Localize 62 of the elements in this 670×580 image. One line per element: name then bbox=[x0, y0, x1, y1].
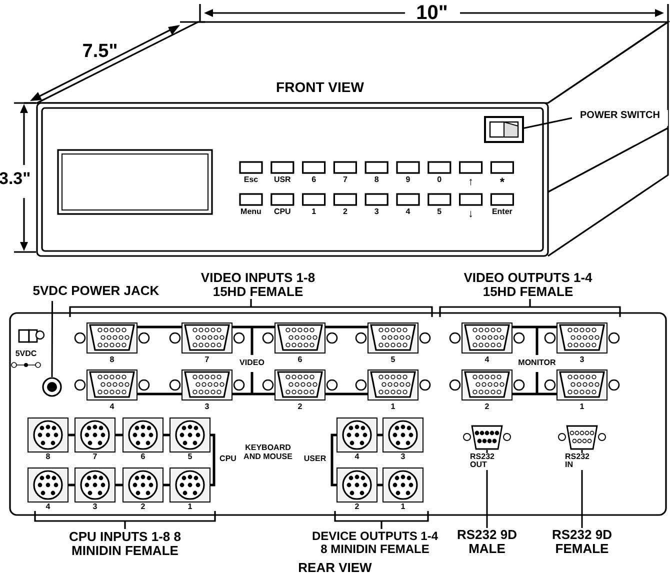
port-number: 5 bbox=[390, 356, 396, 365]
group-label: USER bbox=[303, 455, 327, 464]
key-label: 3 bbox=[373, 208, 380, 217]
port-number: 4 bbox=[484, 356, 490, 365]
dimension-label: 7.5" bbox=[81, 42, 119, 63]
port-number: 5 bbox=[186, 453, 194, 462]
key-label: ↑ bbox=[467, 176, 475, 188]
port-number: 2 bbox=[296, 403, 304, 412]
view-title: REAR VIEW bbox=[297, 561, 373, 576]
connector-group-label: VIDEO INPUTS 1-8 15HD FEMALE bbox=[200, 271, 316, 300]
port-number: 2 bbox=[484, 403, 490, 412]
port-number: 2 bbox=[354, 503, 360, 512]
connector-group-label: CPU INPUTS 1-8 8 MINIDIN FEMALE bbox=[68, 530, 182, 559]
port-number: 3 bbox=[92, 503, 98, 512]
key-label: 4 bbox=[404, 208, 412, 217]
voltage-label: 5VDC bbox=[14, 350, 38, 359]
port-number: 8 bbox=[44, 453, 52, 462]
group-label: CPU bbox=[218, 455, 238, 464]
key-label: Menu bbox=[240, 208, 262, 217]
key-label: 7 bbox=[342, 176, 348, 185]
port-number: 7 bbox=[92, 453, 98, 462]
connector-group-label: DEVICE OUTPUTS 1-4 8 MINIDIN FEMALE bbox=[310, 530, 440, 556]
callout-label: 5VDC POWER JACK bbox=[6, 284, 186, 301]
port-number: 4 bbox=[44, 503, 52, 512]
connector-group-label: VIDEO OUTPUTS 1-4 15HD FEMALE bbox=[462, 271, 594, 300]
port-number: 3 bbox=[400, 453, 406, 462]
key-label: * bbox=[498, 176, 506, 190]
key-label: 1 bbox=[310, 208, 318, 217]
key-label: 8 bbox=[373, 176, 380, 185]
dimension-label: 10" bbox=[415, 2, 449, 24]
port-number: 1 bbox=[578, 403, 586, 412]
group-label: MONITOR bbox=[517, 359, 557, 368]
port-number: 3 bbox=[204, 403, 210, 412]
leader-line bbox=[524, 117, 572, 129]
key-label: 2 bbox=[342, 208, 348, 217]
key-label: 0 bbox=[436, 176, 443, 185]
port-number: 1 bbox=[400, 503, 406, 512]
key-label: 9 bbox=[404, 176, 412, 185]
group-label: VIDEO bbox=[238, 359, 266, 368]
port-number: 6 bbox=[296, 356, 304, 365]
key-label: USR bbox=[272, 176, 292, 185]
port-number: 7 bbox=[204, 356, 210, 365]
port-number: 4 bbox=[108, 403, 116, 412]
key-label: Enter bbox=[490, 208, 514, 217]
key-label: CPU bbox=[272, 208, 292, 217]
port-number: 4 bbox=[354, 453, 360, 462]
port-number: 1 bbox=[186, 503, 194, 512]
group-label: KEYBOARD AND MOUSE bbox=[242, 444, 294, 462]
key-label: ↓ bbox=[467, 208, 475, 220]
callout-label: POWER SWITCH bbox=[572, 110, 668, 126]
view-title: FRONT VIEW bbox=[275, 80, 365, 96]
key-label: 6 bbox=[310, 176, 318, 185]
port-number: 3 bbox=[578, 356, 586, 365]
port-number: 2 bbox=[140, 503, 146, 512]
port-number: 6 bbox=[140, 453, 146, 462]
leader-line bbox=[51, 301, 53, 377]
callout-label: RS232 9D FEMALE bbox=[527, 528, 637, 558]
key-label: 5 bbox=[436, 208, 443, 217]
port-number: 8 bbox=[108, 356, 116, 365]
callout-label: RS232 9D MALE bbox=[447, 528, 527, 558]
port-number: 1 bbox=[390, 403, 396, 412]
key-label: Esc bbox=[242, 176, 260, 185]
